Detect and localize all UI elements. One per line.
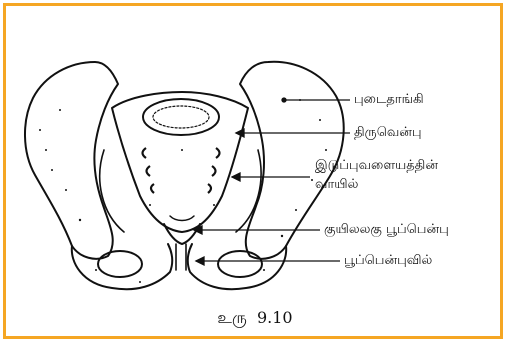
label-sacrum: திருவென்பு [354,124,422,142]
label-pelvic-inlet-line2: வாயில் [315,176,358,194]
promontory-shape [143,99,219,135]
left-ilium-shape [25,62,118,259]
label-pubic-arch: பூப்பென்புவில் [344,252,432,270]
sacrum-shape [112,92,248,232]
label-coccyx: குயிலலகு பூப்பென்பு [324,221,449,239]
caption-prefix: உரு [217,308,246,329]
right-obturator-foramen [218,251,262,277]
label-pelvic-inlet-line1: இடுப்புவளையத்தின் [315,157,438,175]
figure-caption: உரு 9.10 [0,308,510,329]
caption-number: 9.10 [257,308,293,327]
label-ilium: புடைதாங்கி [354,91,424,109]
left-obturator-foramen [98,251,142,277]
pubic-symphysis-shape [176,244,186,270]
